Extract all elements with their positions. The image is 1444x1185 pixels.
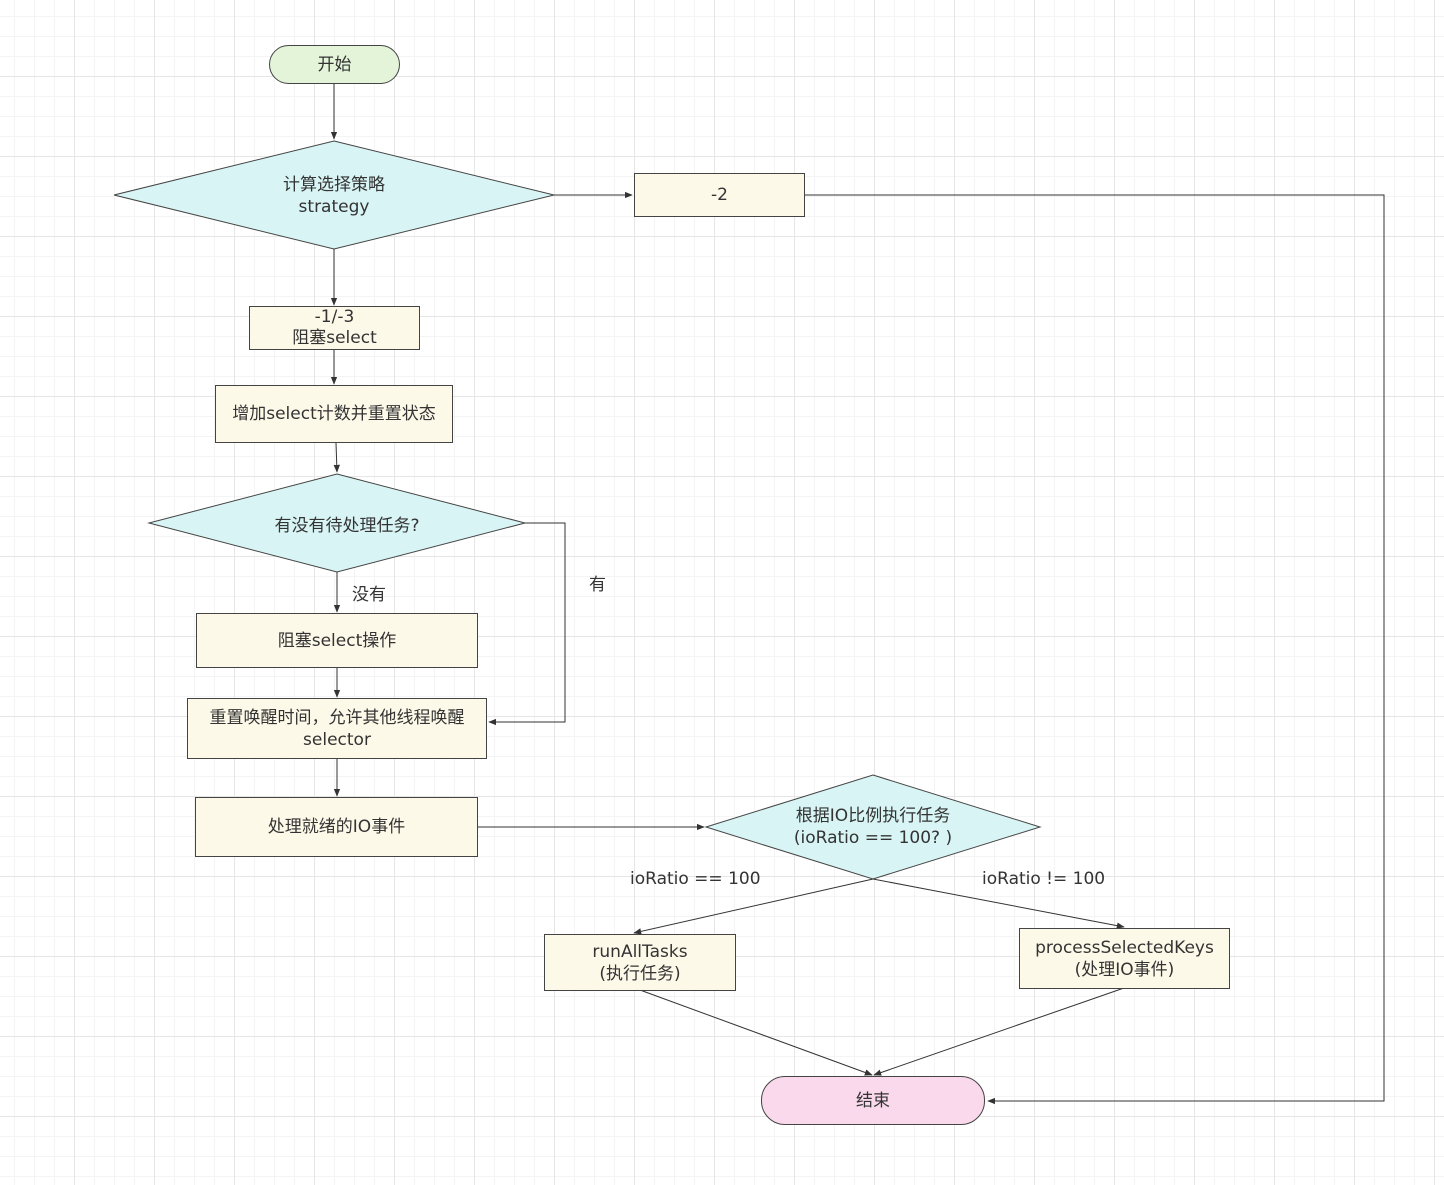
edge-inc-select-to-has-tasks	[333, 442, 340, 473]
minus1-3-line2: 阻塞select	[292, 328, 377, 348]
reset-wakeup-line2: selector	[303, 729, 371, 750]
edge-io-ratio-to-run-all-tasks	[633, 878, 874, 935]
process-minus1-3: -1/-3 阻塞select	[249, 306, 420, 350]
process-io-events: 处理就绪的IO事件	[195, 797, 478, 857]
decision-calc-strategy: 计算选择策略 strategy	[214, 170, 454, 222]
process-block-select: 阻塞select操作	[196, 613, 478, 668]
run-all-tasks-line1: runAllTasks	[592, 941, 688, 962]
calc-strategy-line1: 计算选择策略	[283, 175, 385, 195]
decision-has-tasks: 有没有待处理任务?	[227, 512, 467, 540]
process-reset-wakeup: 重置唤醒时间，允许其他线程唤醒 selector	[187, 698, 487, 759]
end-label: 结束	[856, 1090, 890, 1111]
edge-has-tasks-to-reset-wakeup	[488, 522, 566, 726]
edge-io-ratio-to-process-keys	[872, 878, 1125, 929]
start-terminal: 开始	[269, 45, 400, 84]
end-terminal: 结束	[761, 1076, 985, 1125]
calc-strategy-line2: strategy	[298, 197, 370, 217]
process-io-label: 处理就绪的IO事件	[267, 817, 406, 837]
has-tasks-label: 有没有待处理任务?	[274, 516, 420, 536]
run-all-tasks-line2: (执行任务)	[599, 963, 681, 984]
io-ratio-line1: 根据IO比例执行任务	[795, 806, 951, 826]
edge-label-yes: 有	[589, 575, 606, 595]
minus2-label: -2	[711, 185, 728, 205]
decision-io-ratio: 根据IO比例执行任务 (ioRatio == 100? )	[753, 803, 993, 851]
edge-label-ratio-eq: ioRatio == 100	[630, 869, 761, 889]
edge-label-no: 没有	[352, 585, 386, 605]
process-selected-keys: processSelectedKeys (处理IO事件)	[1019, 928, 1230, 989]
process-keys-line1: processSelectedKeys	[1035, 937, 1214, 958]
minus1-3-line1: -1/-3	[314, 307, 355, 327]
reset-wakeup-line1: 重置唤醒时间，允许其他线程唤醒	[209, 707, 465, 728]
edge-run-all-tasks-to-end	[639, 989, 873, 1076]
edge-label-ratio-ne: ioRatio != 100	[982, 869, 1106, 889]
block-select-label: 阻塞select操作	[277, 630, 397, 651]
process-keys-line2: (处理IO事件)	[1074, 959, 1175, 980]
inc-select-label: 增加select计数并重置状态	[232, 404, 436, 424]
edge-minus2-to-end	[805, 194, 1385, 1105]
process-inc-select: 增加select计数并重置状态	[215, 385, 453, 443]
start-label: 开始	[317, 54, 352, 75]
process-minus2: -2	[634, 173, 805, 217]
io-ratio-line2: (ioRatio == 100? )	[793, 828, 953, 848]
process-run-all-tasks: runAllTasks (执行任务)	[544, 934, 736, 991]
edge-process-keys-to-end	[873, 987, 1125, 1076]
